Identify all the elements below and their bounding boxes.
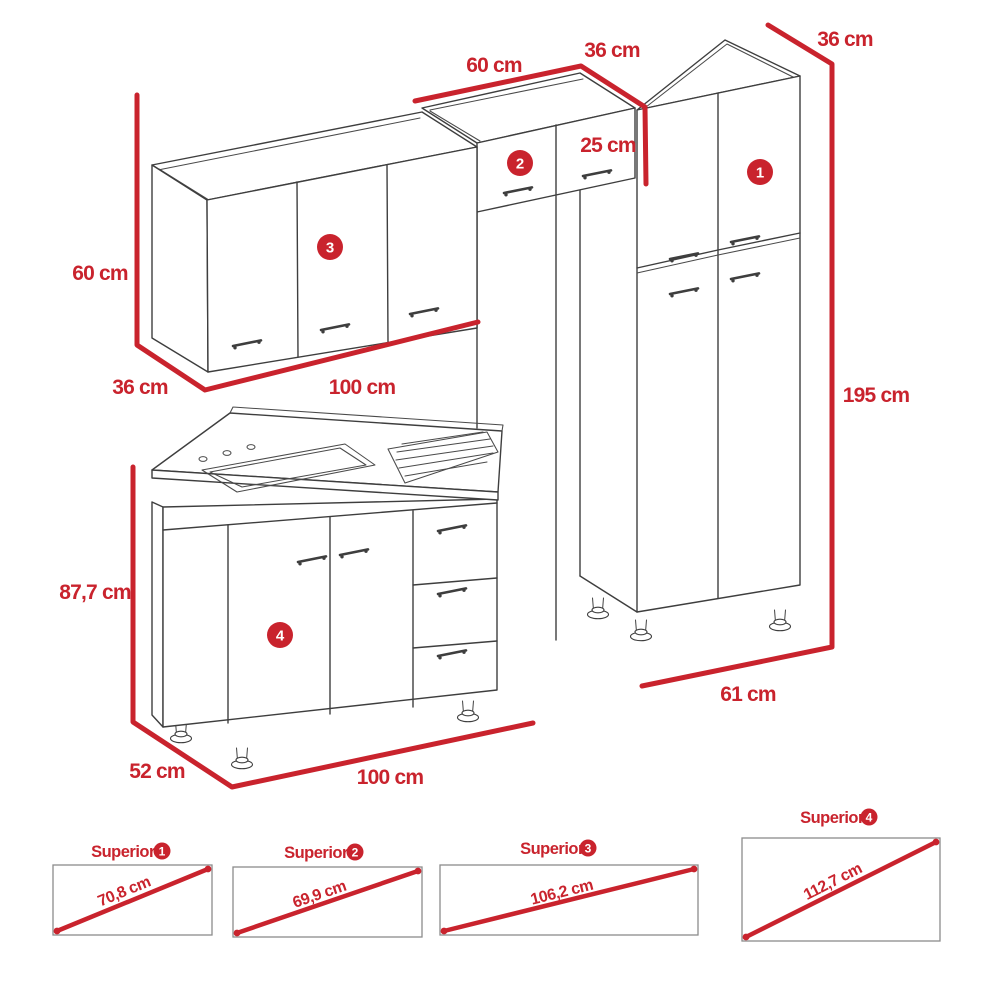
superior-1-outline: [52, 864, 213, 936]
cabinet-2-bridge-cabinet: [421, 72, 636, 213]
superior-3-badge-icon: [579, 839, 597, 857]
cabinet-3-side-face: [151, 164, 209, 373]
superior-3-badge-number: 3: [585, 842, 592, 856]
cabinet-2-badge-icon: [507, 150, 533, 176]
cabinet-3-depth-label: 36 cm: [112, 376, 168, 399]
superior-box-4: Superior 4 112,7 cm: [741, 808, 941, 942]
superior-2-label: Superior: [284, 844, 349, 862]
superior-2-badge-icon: [346, 843, 364, 861]
superior-1-badge-icon: [153, 842, 171, 860]
cabinet-4-height-label: 87,7 cm: [59, 581, 131, 604]
cabinet-4-side-face: [151, 501, 164, 728]
superior-2-outline: [232, 866, 423, 938]
cabinet-3-badge-number: 3: [326, 240, 334, 257]
dimension-labels: 60 cm 36 cm 100 cm 60 cm 36 cm 25 cm 36 …: [59, 28, 910, 789]
cabinet-1-badge-number: 1: [756, 165, 764, 182]
cabinet-1-dimension-line: [639, 22, 835, 689]
cabinet-3-dimension-line: [134, 92, 481, 393]
cabinet-2-height-label: 25 cm: [580, 134, 636, 157]
superior-2-diagonal: [234, 868, 421, 936]
cabinet-3-height-label: 60 cm: [72, 262, 128, 285]
superior-4-badge-number: 4: [866, 811, 873, 825]
cabinet-2-depth-label: 36 cm: [584, 39, 640, 62]
superior-4-label: Superior: [800, 809, 865, 827]
cabinet-1-depth-label: 36 cm: [817, 28, 873, 51]
cabinet-1-height-label: 195 cm: [843, 384, 910, 407]
cabinet-1-leg-icon: [768, 609, 792, 632]
superior-box-2: Superior 2 69,9 cm: [232, 843, 423, 938]
superior-4-badge-icon: [860, 808, 878, 826]
cabinet-1-leg-icon: [586, 597, 610, 620]
cabinet-3-wall-cabinet: [151, 111, 478, 373]
superior-2-badge-number: 2: [352, 846, 359, 860]
superior-1-diagonal: [54, 866, 211, 934]
cabinet-4-sink-base-cabinet: [151, 406, 504, 770]
superior-box-1: Superior 1 70,8 cm: [52, 842, 213, 936]
cabinet-1-tall-pantry: [586, 39, 801, 642]
cabinet-4-badge-icon: [267, 622, 293, 648]
cabinet-4-leg-icon: [456, 700, 480, 723]
sink-basin-icon: [198, 443, 376, 493]
number-badges: 1 2 3 4: [267, 150, 773, 648]
superior-3-outline: [439, 864, 699, 936]
drainboard-icon: [387, 431, 499, 484]
cabinet-4-depth-label: 52 cm: [129, 760, 185, 783]
superior-box-3: Superior 3 106,2 cm: [439, 839, 699, 936]
dimension-lines: [130, 22, 835, 790]
cabinet-4-badge-number: 4: [276, 628, 285, 645]
cabinet-4-dimension-line: [130, 464, 536, 790]
cabinet-1-width-label: 61 cm: [720, 683, 776, 706]
cabinet-2-width-label: 60 cm: [466, 54, 522, 77]
cabinet-4-leg-icon: [230, 747, 254, 770]
superior-3-diagonal: [441, 866, 697, 934]
cabinet-2-dimension-line: [412, 63, 649, 187]
cabinet-3-badge-icon: [317, 234, 343, 260]
cabinet-4-counter-edge: [151, 469, 499, 501]
cabinet-1-leg-icon: [629, 619, 653, 642]
cabinet-2-badge-number: 2: [516, 156, 524, 173]
superior-4-outline: [741, 837, 941, 942]
superior-3-label: Superior: [520, 840, 585, 858]
cabinet-3-width-label: 100 cm: [329, 376, 396, 399]
superior-1-label: Superior: [91, 843, 156, 861]
superior-4-diagonal: [743, 839, 939, 940]
cabinet-4-width-label: 100 cm: [357, 766, 424, 789]
cabinet-1-badge-icon: [747, 159, 773, 185]
superior-1-badge-number: 1: [159, 845, 166, 859]
